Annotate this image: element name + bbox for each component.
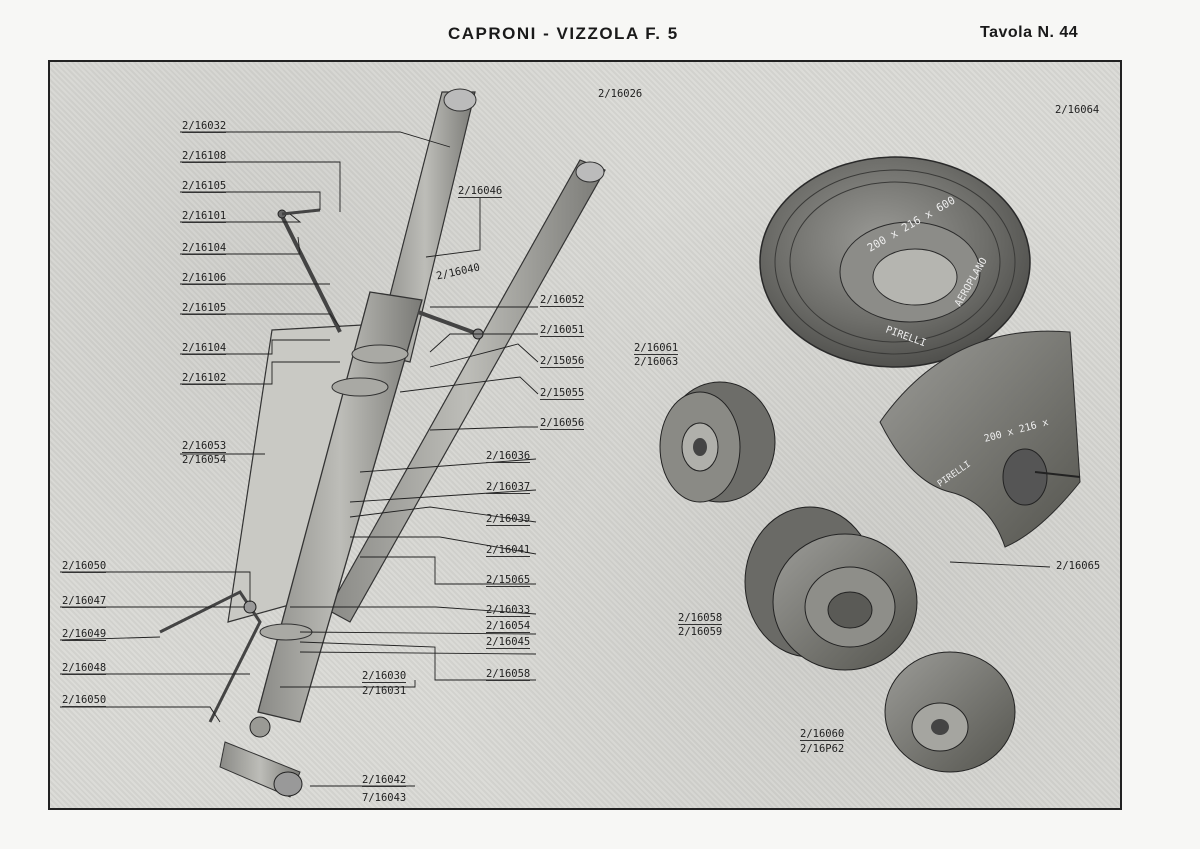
part-label-15065: 2/15065 xyxy=(486,574,531,587)
part-label-16045: 2/16045 xyxy=(486,636,531,649)
tyre-bead xyxy=(872,248,958,306)
tube-valve xyxy=(1034,471,1081,478)
part-label-16039: 2/16039 xyxy=(486,513,531,526)
part-label-16062: 2/16P62 xyxy=(800,743,845,755)
part-label-16050-b: 2/16050 xyxy=(62,694,107,707)
part-label-16105-a: 2/16105 xyxy=(182,180,227,193)
part-label-16102: 2/16102 xyxy=(182,372,227,385)
axle-hub xyxy=(249,716,271,738)
strut-collar-upper xyxy=(351,344,409,364)
part-label-16042: 2/16042 xyxy=(362,774,407,787)
tie-rod xyxy=(417,310,479,336)
part-label-16058-a: 2/16058 xyxy=(486,668,531,681)
brace-eye-fitting xyxy=(575,161,605,183)
part-label-16104-a: 2/16104 xyxy=(182,242,227,255)
part-label-16049: 2/16049 xyxy=(62,628,107,641)
inner-tube-drawing: 200 x 216 x PIRELLI xyxy=(879,330,1081,548)
part-label-16060: 2/16060 xyxy=(800,728,845,741)
strut-collar-mid xyxy=(331,377,389,397)
part-label-16061: 2/16061 xyxy=(634,342,679,355)
part-label-16031: 2/16031 xyxy=(362,685,407,697)
part-label-16036: 2/16036 xyxy=(486,450,531,463)
part-label-16047: 2/16047 xyxy=(62,595,107,608)
part-label-16059: 2/16059 xyxy=(678,626,723,638)
part-label-15056: 2/15056 xyxy=(540,355,585,368)
landing-gear-leg xyxy=(159,88,606,798)
part-label-16065: 2/16065 xyxy=(1056,560,1101,572)
link-rod xyxy=(278,211,342,333)
part-label-16054-b: 2/16054 xyxy=(486,620,531,633)
part-label-16063: 2/16063 xyxy=(634,356,679,368)
exploded-view-drawing: 200 x 216 x 600 AEROPLANO PIRELLI 200 x … xyxy=(59,88,1081,798)
part-label-16033: 2/16033 xyxy=(486,604,531,617)
part-label-16030: 2/16030 xyxy=(362,670,407,683)
tyre-drawing: 200 x 216 x 600 AEROPLANO PIRELLI xyxy=(759,156,1031,368)
part-label-16053: 2/16053 xyxy=(182,440,227,453)
part-label-16041: 2/16041 xyxy=(486,544,531,557)
lower-drum-drawing xyxy=(884,651,1016,773)
brake-drum-drawing xyxy=(659,381,776,503)
part-label-16032: 2/16032 xyxy=(182,120,227,133)
part-label-16104-b: 2/16104 xyxy=(182,342,227,355)
axle-end xyxy=(273,771,303,797)
part-label-16048: 2/16048 xyxy=(62,662,107,675)
part-label-16064: 2/16064 xyxy=(1055,104,1100,116)
upper-arm-eye xyxy=(443,88,477,112)
part-label-16051: 2/16051 xyxy=(540,324,585,337)
part-label-16056: 2/16056 xyxy=(540,417,585,430)
part-label-16046: 2/16046 xyxy=(458,185,503,198)
part-label-16108: 2/16108 xyxy=(182,150,227,163)
main-shock-strut xyxy=(257,291,423,723)
part-label-16101: 2/16101 xyxy=(182,210,227,223)
part-label-16058-b: 2/16058 xyxy=(678,612,723,625)
part-label-16026: 2/16026 xyxy=(598,88,643,100)
wheel-hub-drawing xyxy=(744,506,918,671)
part-label-16105-b: 2/16105 xyxy=(182,302,227,315)
plate-number: Tavola N. 44 xyxy=(980,24,1079,41)
part-label-15055: 2/15055 xyxy=(540,387,585,400)
drawing-plate: 200 x 216 x 600 AEROPLANO PIRELLI 200 x … xyxy=(48,60,1122,810)
part-label-16037: 2/16037 xyxy=(486,481,531,494)
part-label-16043: 7/16043 xyxy=(362,792,407,804)
page-title: CAPRONI - VIZZOLA F. 5 xyxy=(448,24,679,43)
part-label-16052: 2/16052 xyxy=(540,294,585,307)
part-label-16106: 2/16106 xyxy=(182,272,227,285)
part-label-16050-a: 2/16050 xyxy=(62,560,107,573)
part-label-16054: 2/16054 xyxy=(182,454,227,466)
